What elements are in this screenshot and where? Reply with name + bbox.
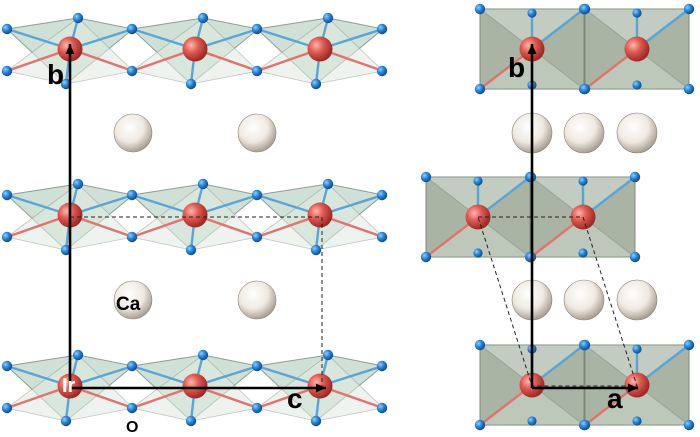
ca-atom [113, 113, 153, 153]
o-atom [420, 171, 432, 183]
o-atom [310, 244, 322, 256]
right-projection-panel [420, 3, 695, 431]
o-atom [579, 419, 591, 431]
ca-atom [616, 279, 658, 321]
o-atom [579, 83, 591, 95]
o-atom [474, 3, 486, 15]
o-atom [632, 344, 642, 354]
o-atom [322, 349, 334, 361]
o-atom [376, 360, 388, 372]
o-atom [251, 23, 263, 35]
o-atom [251, 65, 263, 77]
left-axis-b-label: b [47, 59, 64, 90]
o-atom [126, 360, 138, 372]
ir-atom [307, 36, 333, 62]
o-atom [527, 8, 537, 18]
left-c-axis-head [315, 383, 326, 393]
o-atom [251, 402, 263, 414]
o-atom [632, 416, 642, 426]
o-atom [197, 349, 209, 361]
o-atom [629, 171, 641, 183]
o-atom [376, 402, 388, 414]
o-atom [126, 65, 138, 77]
o-atom [126, 231, 138, 243]
o-atom-label: O [126, 419, 138, 436]
o-atom [185, 415, 197, 427]
o-atom [578, 176, 588, 186]
o-atom [251, 189, 263, 201]
ca-atom [237, 113, 277, 153]
o-atom [72, 178, 84, 190]
o-atom [72, 349, 84, 361]
o-atom [632, 8, 642, 18]
o-atom [376, 231, 388, 243]
ir-atom-label: Ir [62, 375, 76, 397]
o-atom [310, 78, 322, 90]
o-atom [579, 339, 591, 351]
o-atom [527, 416, 537, 426]
o-atom [376, 23, 388, 35]
o-atom [60, 415, 72, 427]
ca-atom [113, 280, 153, 320]
o-atom [683, 3, 695, 15]
o-atom [1, 231, 13, 243]
o-atom [60, 78, 72, 90]
o-atom [126, 189, 138, 201]
o-atom [322, 12, 334, 24]
o-atom [251, 360, 263, 372]
o-atom [185, 244, 197, 256]
o-atom [197, 12, 209, 24]
o-atom [322, 178, 334, 190]
o-atom [683, 83, 695, 95]
left-b-axis-head [65, 44, 75, 55]
right-axis-b-label: b [508, 52, 525, 83]
o-atom [629, 251, 641, 263]
ir-atom [624, 36, 650, 62]
o-atom [474, 83, 486, 95]
right-a-axis-head [627, 383, 638, 393]
right-axis-a-label: a [607, 383, 623, 414]
o-atom [251, 231, 263, 243]
o-atom [60, 244, 72, 256]
o-atom [376, 189, 388, 201]
o-atom [126, 402, 138, 414]
left-axis-c-label: c [287, 383, 303, 414]
o-atom [1, 65, 13, 77]
ca-atom [563, 279, 605, 321]
ir-atom [307, 202, 333, 228]
o-atom [579, 3, 591, 15]
o-atom [72, 12, 84, 24]
o-atom [420, 251, 432, 263]
ir-atom [182, 36, 208, 62]
o-atom [1, 360, 13, 372]
ir-atom [182, 373, 208, 399]
o-atom [1, 402, 13, 414]
right-b-axis-head [527, 44, 537, 55]
unit-cell-edge [477, 216, 638, 387]
o-atom [185, 78, 197, 90]
o-atom [683, 339, 695, 351]
o-atom [578, 248, 588, 258]
ca-atom-label: Ca [116, 294, 141, 315]
o-atom [474, 339, 486, 351]
ir-atom [182, 202, 208, 228]
ca-atom [563, 112, 605, 154]
o-atom [473, 248, 483, 258]
o-atom [310, 415, 322, 427]
o-atom [1, 23, 13, 35]
o-atom [197, 178, 209, 190]
o-atom [632, 80, 642, 90]
ca-atom [616, 112, 658, 154]
axes-overlay [65, 44, 638, 393]
ca-atom [237, 280, 277, 320]
o-atom [473, 176, 483, 186]
o-atom [376, 65, 388, 77]
o-atom [474, 419, 486, 431]
o-atom [1, 189, 13, 201]
o-atom [683, 419, 695, 431]
o-atom [126, 23, 138, 35]
